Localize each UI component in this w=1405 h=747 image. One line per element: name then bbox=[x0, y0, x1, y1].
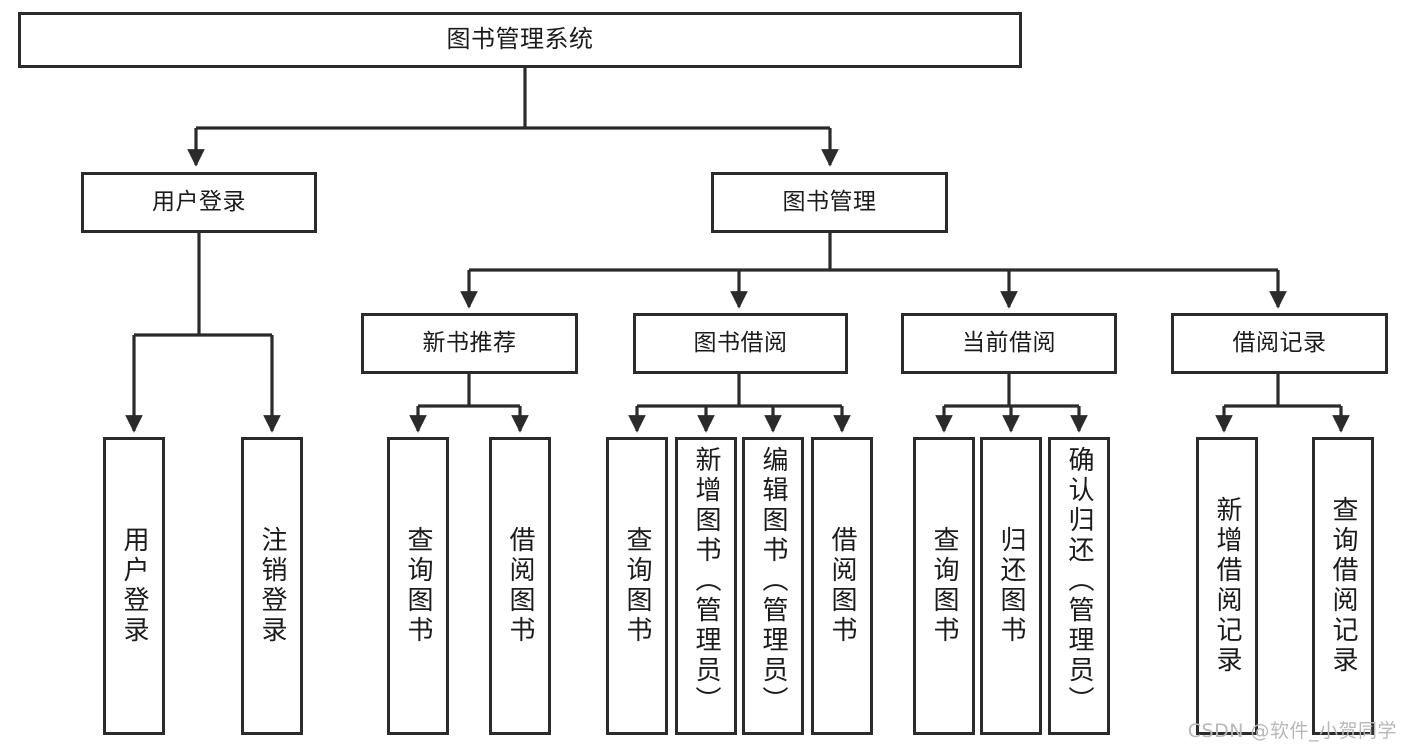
leaf-user-login-login[interactable]: 用户登录 bbox=[103, 437, 165, 735]
leaf-book-borrow-borrow[interactable]: 借阅图书 bbox=[811, 437, 873, 735]
leaf-borrow-record-query[interactable]: 查询借阅记录 bbox=[1312, 437, 1374, 735]
leaf-book-borrow-edit[interactable]: 编辑图书（管理员） bbox=[742, 437, 804, 735]
node-user-login[interactable]: 用户登录 bbox=[81, 172, 317, 233]
leaf-current-borrow-return[interactable]: 归还图书 bbox=[980, 437, 1042, 735]
leaf-current-borrow-confirm-return[interactable]: 确认归还（管理员） bbox=[1048, 437, 1110, 735]
leaf-user-login-logout[interactable]: 注销登录 bbox=[241, 437, 303, 735]
node-book-management[interactable]: 图书管理 bbox=[711, 172, 948, 233]
leaf-borrow-record-add[interactable]: 新增借阅记录 bbox=[1196, 437, 1258, 735]
leaf-new-book-query[interactable]: 查询图书 bbox=[387, 437, 449, 735]
leaf-new-book-borrow[interactable]: 借阅图书 bbox=[489, 437, 551, 735]
node-new-book-recommend[interactable]: 新书推荐 bbox=[361, 313, 578, 374]
leaf-book-borrow-query[interactable]: 查询图书 bbox=[606, 437, 668, 735]
node-root-system[interactable]: 图书管理系统 bbox=[18, 12, 1022, 68]
csdn-watermark: CSDN @软件_小贺同学 bbox=[1187, 720, 1397, 742]
leaf-book-borrow-add[interactable]: 新增图书（管理员） bbox=[675, 437, 737, 735]
node-borrow-record[interactable]: 借阅记录 bbox=[1171, 313, 1388, 374]
node-current-borrow[interactable]: 当前借阅 bbox=[901, 313, 1117, 374]
leaf-current-borrow-query[interactable]: 查询图书 bbox=[913, 437, 975, 735]
node-book-borrow[interactable]: 图书借阅 bbox=[633, 313, 848, 374]
